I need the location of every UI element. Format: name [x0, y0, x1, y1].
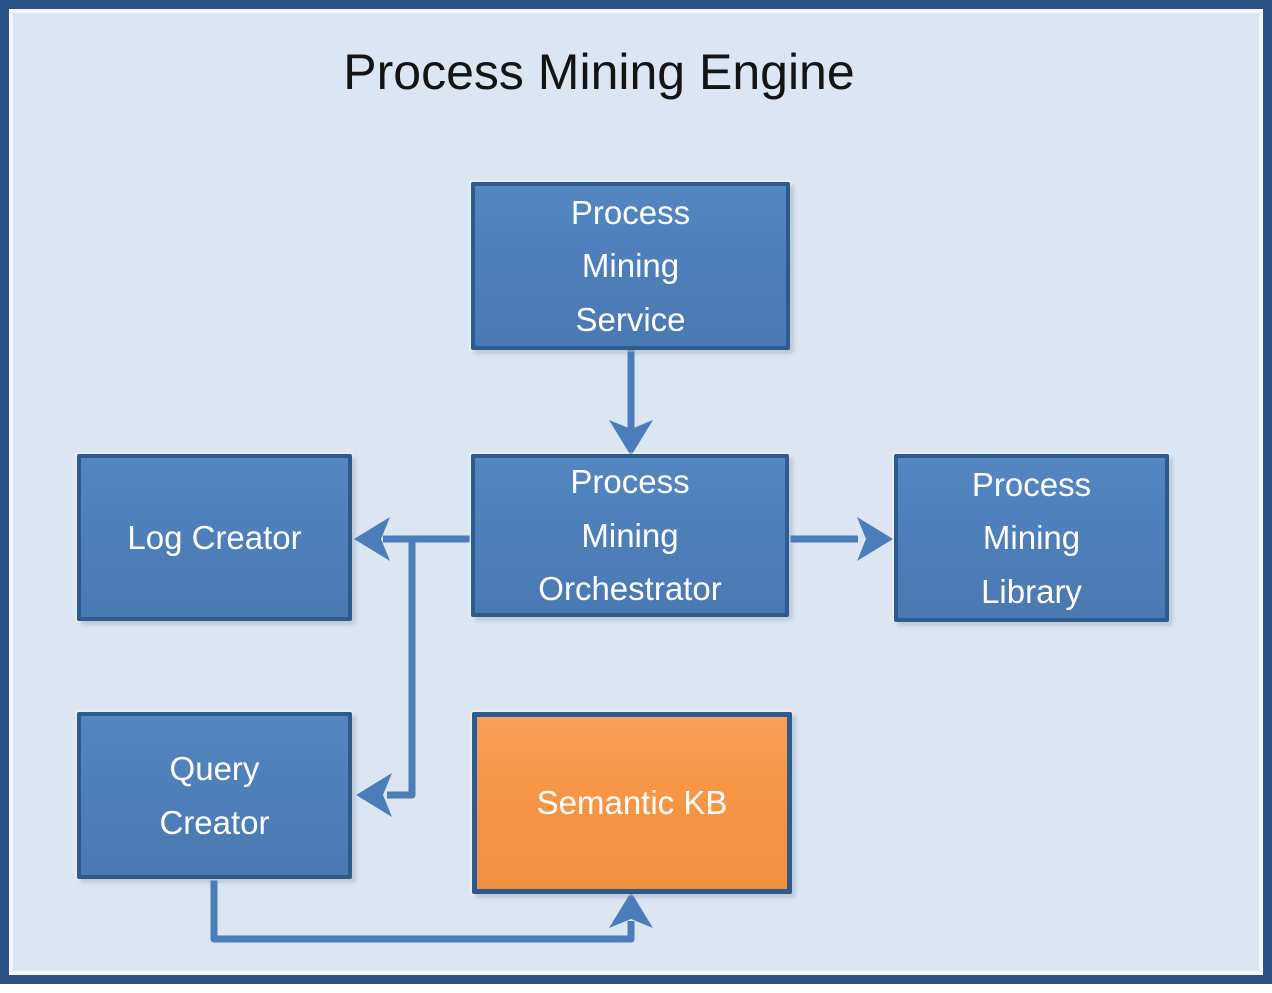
arrowhead-left-icon: [354, 517, 390, 561]
node-process-mining-service: Process Mining Service: [471, 182, 790, 350]
edge-orchestrator-to-library: [790, 517, 893, 561]
node-query-creator: Query Creator: [77, 712, 352, 879]
node-process-mining-library: Process Mining Library: [894, 454, 1169, 622]
diagram-title: Process Mining Engine: [343, 44, 855, 100]
arrowhead-left-icon: [356, 773, 392, 817]
node-process-mining-orchestrator: Process Mining Orchestrator: [471, 454, 789, 617]
edge-service-to-orchestrator: [609, 350, 653, 456]
node-log-creator: Log Creator: [77, 454, 352, 621]
edge-orchestrator-to-log-creator: [354, 517, 470, 561]
edge-orchestrator-to-query-creator: [356, 541, 416, 817]
node-semantic-kb: Semantic KB: [472, 712, 792, 894]
arrowhead-up-icon: [609, 892, 653, 928]
arrowhead-right-icon: [857, 517, 893, 561]
arrowhead-down-icon: [609, 420, 653, 456]
